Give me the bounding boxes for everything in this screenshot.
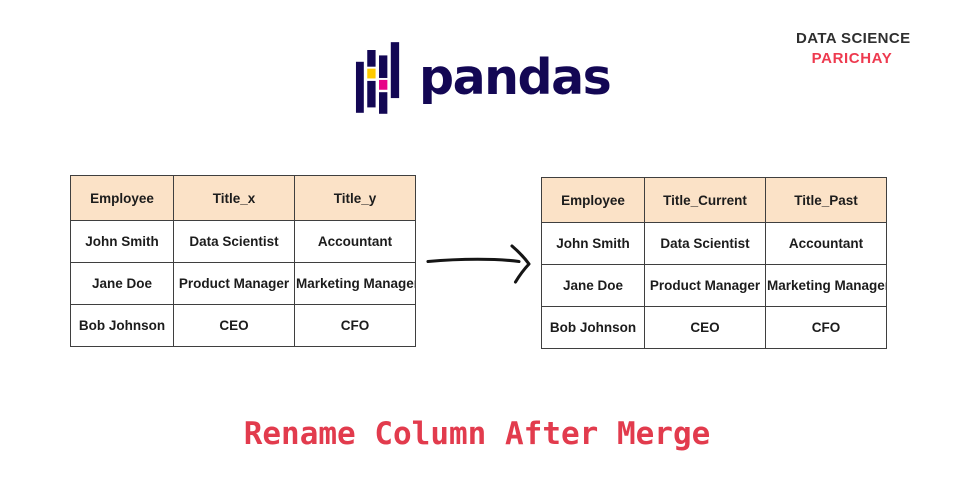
- right-arrow-icon: [426, 244, 531, 284]
- table-cell: Jane Doe: [70, 262, 174, 305]
- table-cell: Bob Johnson: [541, 306, 645, 349]
- pandas-logo: pandas: [354, 38, 612, 114]
- table-cell: CEO: [644, 306, 766, 349]
- column-header: Title_x: [173, 175, 295, 221]
- table-cell: Data Scientist: [644, 222, 766, 265]
- pandas-wordmark: pandas: [419, 48, 612, 106]
- table-cell: CFO: [765, 306, 887, 349]
- table-cell: Data Scientist: [173, 220, 295, 263]
- table-cell: John Smith: [541, 222, 645, 265]
- table-cell: CFO: [294, 304, 416, 347]
- brand-line-data-science: DATA SCIENCE: [796, 30, 911, 47]
- column-header: Employee: [541, 177, 645, 223]
- table-cell: Jane Doe: [541, 264, 645, 307]
- brand-line-parichay: PARICHAY: [811, 50, 893, 67]
- column-header: Title_Past: [765, 177, 887, 223]
- table-cell: Marketing Manager: [294, 262, 416, 305]
- pandas-logo-icon: [355, 41, 400, 114]
- table-cell: John Smith: [70, 220, 174, 263]
- table-cell: Bob Johnson: [70, 304, 174, 347]
- column-header: Employee: [70, 175, 174, 221]
- table-cell: Marketing Manager: [765, 264, 887, 307]
- column-header: Title_y: [294, 175, 416, 221]
- table-cell: Accountant: [294, 220, 416, 263]
- table-cell: CEO: [173, 304, 295, 347]
- table-cell: Accountant: [765, 222, 887, 265]
- table-cell: Product Manager: [644, 264, 766, 307]
- column-header: Title_Current: [644, 177, 766, 223]
- table-cell: Product Manager: [173, 262, 295, 305]
- caption-title: Rename Column After Merge: [243, 416, 711, 452]
- brand-block: DATA SCIENCE PARICHAY: [796, 30, 911, 67]
